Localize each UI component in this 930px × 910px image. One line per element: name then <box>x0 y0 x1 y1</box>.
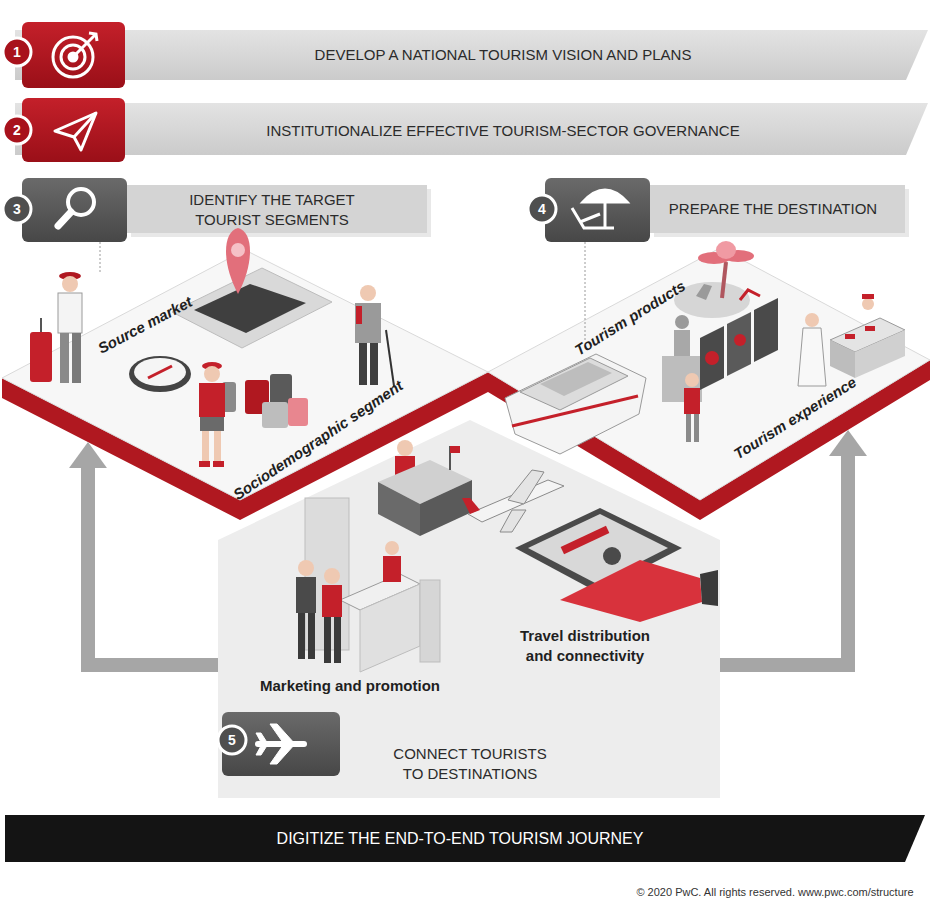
reception-desk <box>378 482 420 536</box>
leader-line <box>100 242 101 274</box>
step-header-box: PREPARE THE DESTINATION <box>650 185 905 233</box>
phone-in-hand <box>561 526 610 554</box>
phone-in-hand <box>603 547 621 565</box>
visitor-figures <box>324 568 340 584</box>
visitor-figures <box>298 613 305 659</box>
node-face <box>2 250 488 500</box>
visitor-figures <box>298 560 314 576</box>
promotion-kiosk <box>305 498 440 672</box>
traveler-figure <box>62 276 78 292</box>
node-face <box>15 103 928 155</box>
callout-number: 3 <box>13 200 21 218</box>
traveler-figure <box>58 293 82 333</box>
step-title: INSTITUTIONALIZE EFFECTIVE TOURISM-SECTO… <box>183 121 823 141</box>
reception-desk <box>395 456 415 478</box>
phone-in-hand <box>700 570 718 606</box>
icon-tile <box>545 178 650 242</box>
airplane <box>462 498 480 514</box>
reception-desk <box>449 446 451 470</box>
callout-number: 2 <box>13 121 21 139</box>
food-counter <box>862 294 874 299</box>
beach-icon <box>583 190 627 202</box>
reception-desk <box>378 460 472 504</box>
airplane-icon <box>258 741 304 747</box>
airplane-icon <box>256 733 268 744</box>
food-counter <box>862 298 874 310</box>
phone-in-hand <box>528 514 668 584</box>
airplane <box>468 480 564 522</box>
traveler-figure <box>59 272 81 280</box>
magnifier-icon <box>58 189 94 226</box>
staff-figure <box>385 541 399 555</box>
beach-icon <box>580 214 600 222</box>
reception-desk <box>397 440 413 456</box>
step-band: DEVELOP A NATIONAL TOURISM VISION AND PL… <box>15 30 928 80</box>
reception-desk <box>378 440 472 536</box>
digital-band: DIGITIZE THE END-TO-END TOURISM JOURNEY <box>5 815 925 862</box>
icon-tile <box>222 712 340 776</box>
staff-figure <box>383 541 401 582</box>
magnifier-icon <box>68 189 94 215</box>
phone-in-hand <box>515 508 682 592</box>
airplane <box>462 470 564 532</box>
airplane-icon <box>256 744 268 755</box>
beach-icon <box>572 190 627 228</box>
traveler-figure <box>40 318 42 332</box>
beach-icon <box>572 208 614 228</box>
airplane-icon <box>256 724 304 764</box>
visitor-figures <box>296 560 342 663</box>
step-band: INSTITUTIONALIZE EFFECTIVE TOURISM-SECTO… <box>15 103 928 155</box>
senior-figure <box>360 285 376 301</box>
reception-desk <box>420 480 472 536</box>
phone-in-hand <box>560 560 702 622</box>
promotion-kiosk <box>305 498 349 650</box>
beach-icon <box>604 202 607 228</box>
node-face <box>15 30 928 80</box>
area-label: Marketing and promotion <box>235 676 465 696</box>
promotion-kiosk <box>420 580 440 662</box>
promotion-kiosk <box>360 584 420 672</box>
visitor-figures <box>308 613 315 659</box>
staff-figure <box>383 556 401 582</box>
step-title: IDENTIFY THE TARGET TOURIST SEGMENTS <box>172 190 372 229</box>
step-title: CONNECT TOURISTS TO DESTINATIONS <box>385 744 555 783</box>
callout-number: 4 <box>538 200 546 218</box>
visitor-figures <box>324 617 331 663</box>
node-face <box>488 248 930 500</box>
node-face <box>5 815 925 862</box>
visitor-figures <box>322 585 342 617</box>
number-badge <box>218 726 246 754</box>
promotion-kiosk <box>340 574 420 610</box>
airplane <box>500 510 526 532</box>
airplane <box>508 470 544 504</box>
number-badge <box>528 195 556 223</box>
visitor-figures <box>334 617 341 663</box>
area-label: Travel distribution and connectivity <box>505 626 665 665</box>
magnifier-icon <box>58 212 71 226</box>
copyright-note: © 2020 PwC. All rights reserved. www.pwc… <box>636 885 913 899</box>
band-title: DIGITIZE THE END-TO-END TOURISM JOURNEY <box>110 829 810 850</box>
airplane-icon <box>270 744 295 764</box>
isometric-platform: Tourism productsTourism experience <box>485 245 930 525</box>
isometric-platform: Source marketSociodemographic segment <box>0 245 490 525</box>
phone-in-hand <box>515 508 718 622</box>
reception-desk <box>450 446 460 453</box>
node-outline <box>485 245 930 525</box>
airplane-icon <box>270 724 295 744</box>
number-badge <box>3 195 31 223</box>
callout-number: 1 <box>13 43 21 61</box>
icon-tile <box>22 178 127 242</box>
callout-number: 5 <box>228 731 236 749</box>
step-title: PREPARE THE DESTINATION <box>653 199 893 219</box>
step-title: DEVELOP A NATIONAL TOURISM VISION AND PL… <box>183 45 823 65</box>
visitor-figures <box>296 577 316 613</box>
step-header-box: IDENTIFY THE TARGET TOURIST SEGMENTS <box>127 185 427 233</box>
